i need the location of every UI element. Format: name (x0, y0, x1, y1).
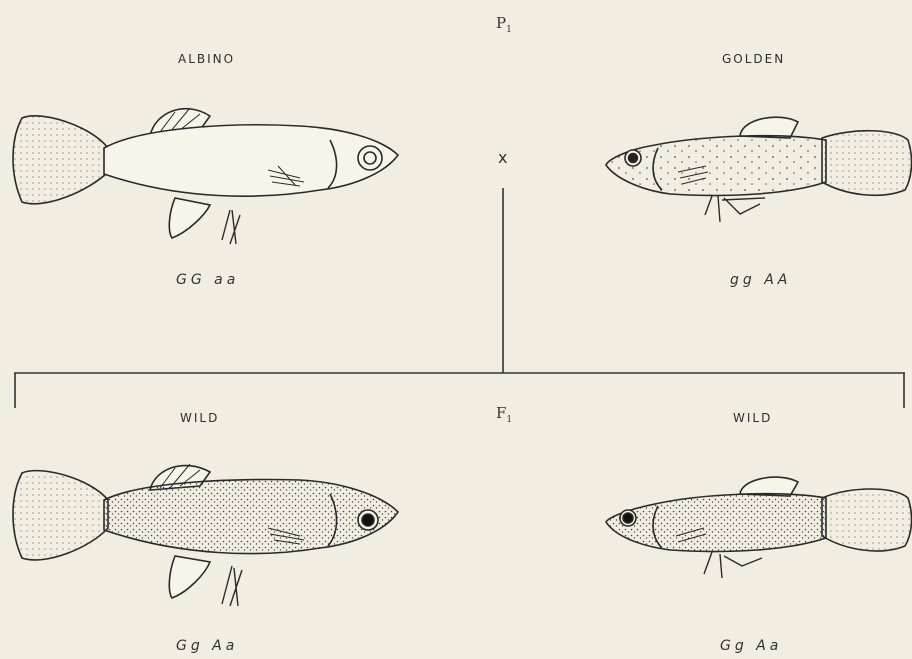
albino-tail (13, 116, 108, 204)
wild-left-body (104, 480, 398, 554)
albino-eye-outer (358, 146, 382, 170)
golden-body (606, 136, 826, 196)
golden-fish (606, 117, 912, 222)
golden-tail (822, 131, 912, 196)
wild-right-body (606, 494, 826, 552)
albino-body (104, 125, 398, 196)
filial-generation-label: F1 (496, 404, 512, 425)
golden-genotype: gg AA (730, 272, 791, 288)
wild-right-tail (822, 489, 912, 551)
golden-gonopodium (705, 196, 765, 222)
wild-left-genotype: Gg Aa (176, 638, 238, 654)
wild-right-gonopodium (704, 552, 762, 578)
parental-subscript: 1 (506, 25, 512, 35)
filial-subscript: 1 (506, 415, 512, 425)
wild-left-fish (13, 464, 398, 606)
filial-letter: F (496, 404, 506, 422)
cross-symbol: x (498, 148, 507, 167)
wild-right-fish (606, 477, 912, 578)
albino-fish (13, 108, 398, 244)
golden-label: GOLDEN (722, 52, 785, 66)
albino-genotype: GG aa (176, 272, 239, 288)
wild-right-label: WILD (733, 411, 772, 425)
wild-left-label: WILD (180, 411, 219, 425)
parental-generation-label: P1 (496, 14, 512, 35)
albino-label: ALBINO (178, 52, 235, 66)
albino-pelvic-fin (169, 198, 210, 238)
wild-left-pelvic-fin (169, 556, 210, 598)
cross-connector (14, 188, 905, 408)
wild-right-genotype: Gg Aa (720, 638, 782, 654)
parental-letter: P (496, 14, 506, 32)
wild-left-tail (13, 471, 108, 560)
